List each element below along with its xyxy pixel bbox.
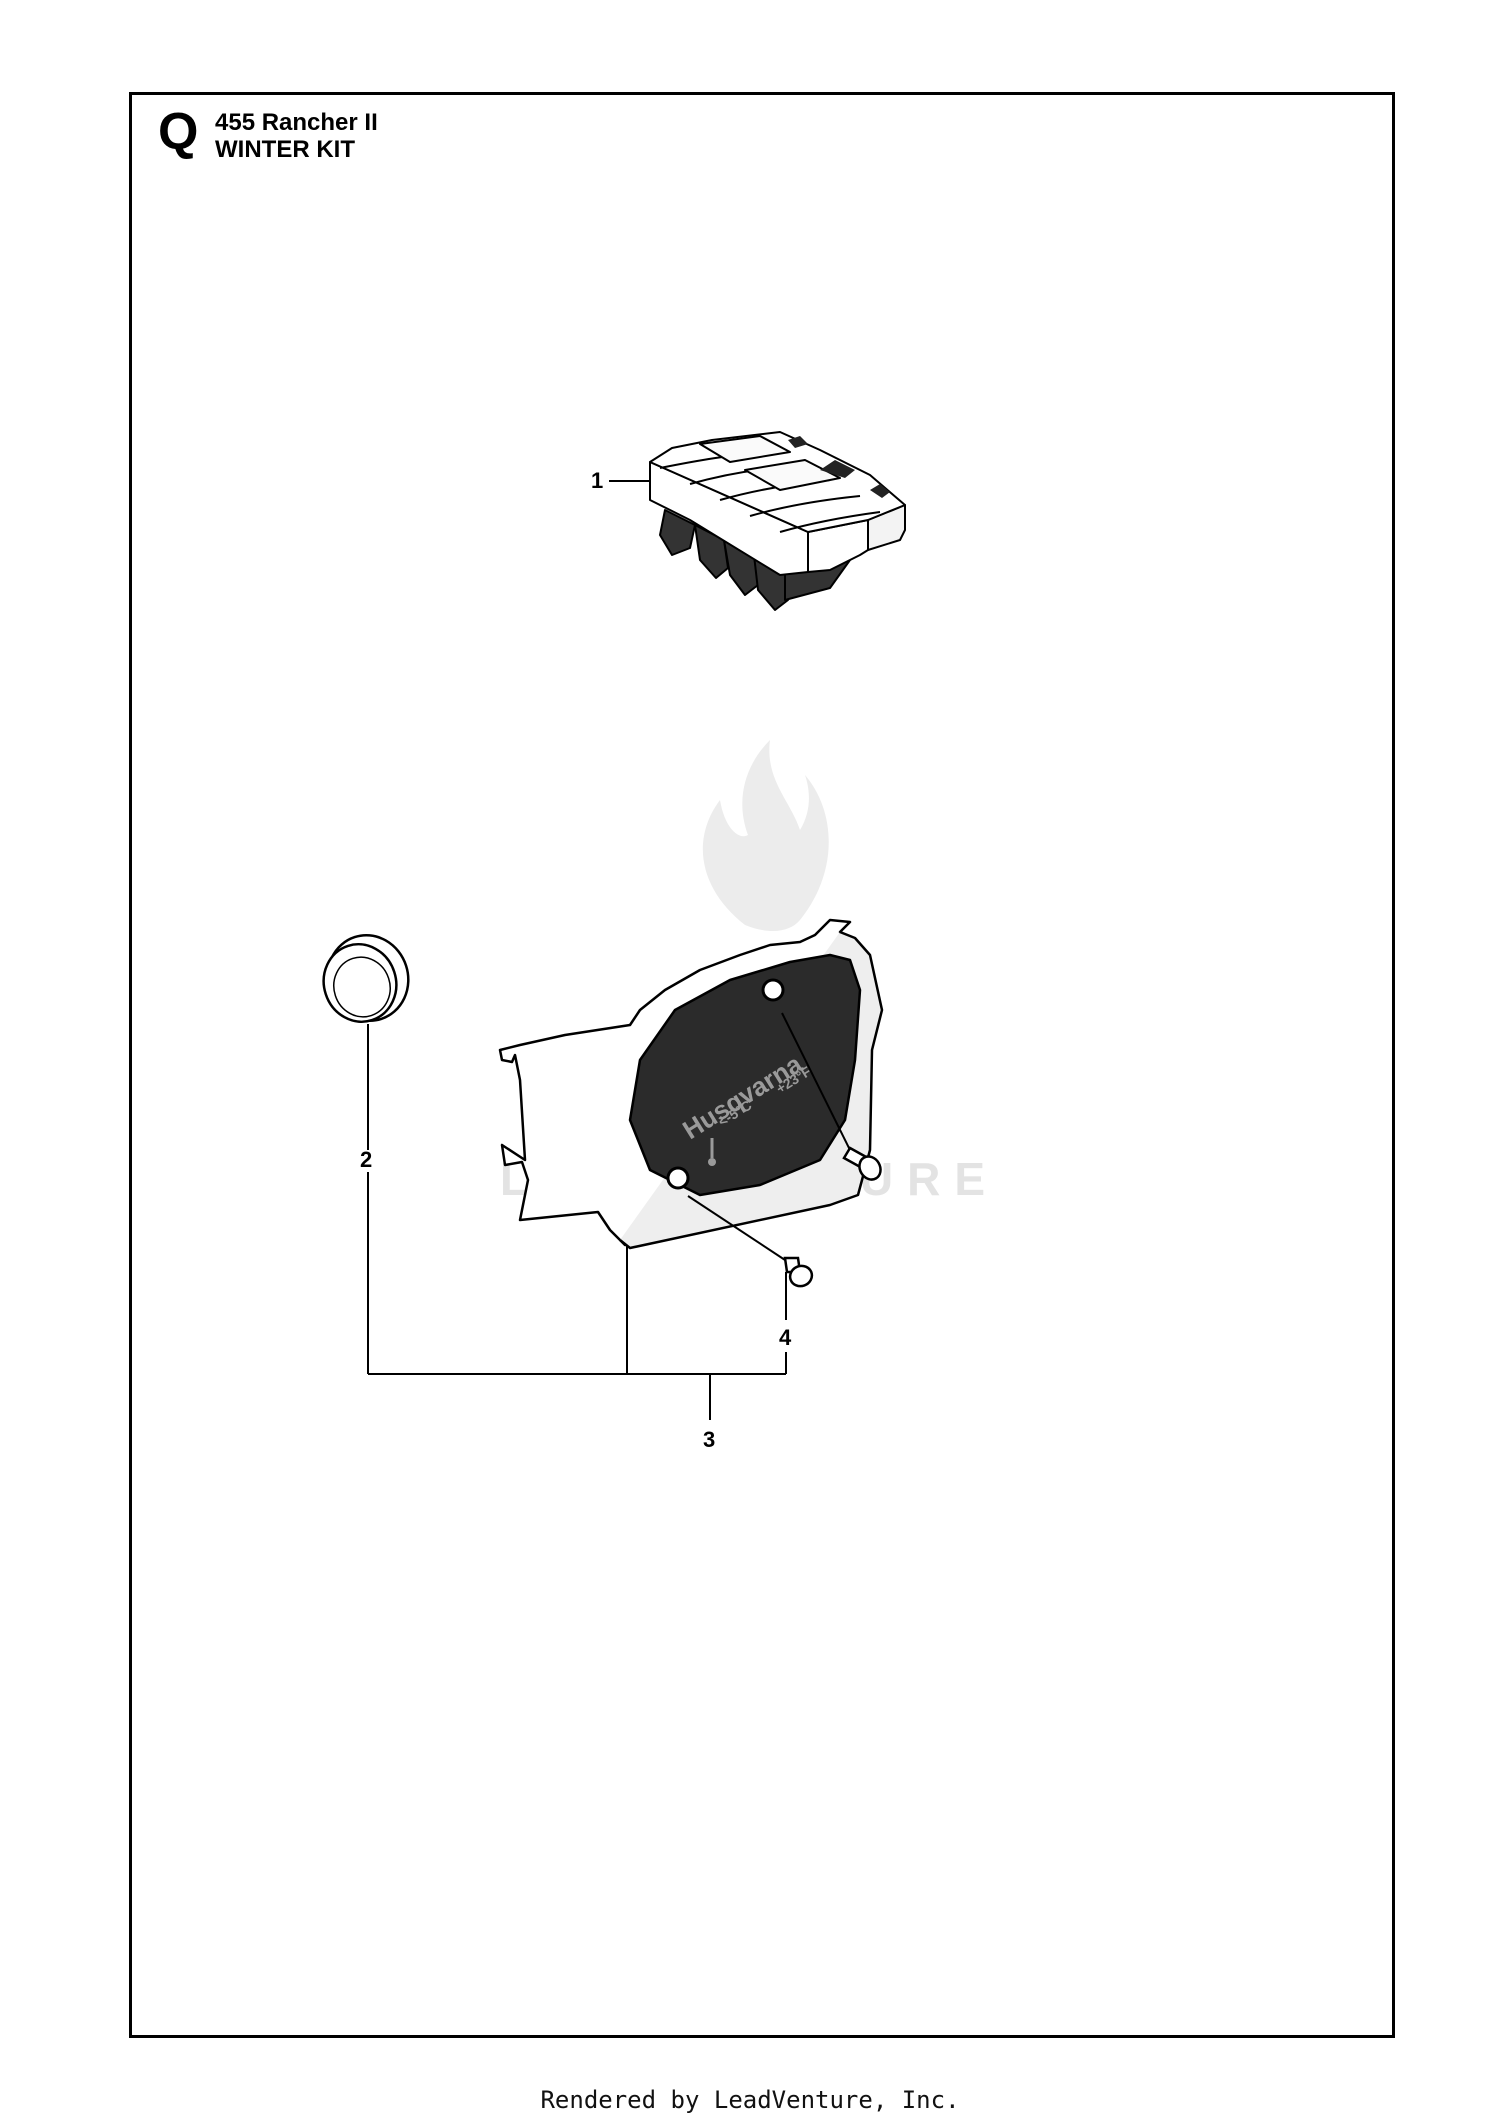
callout-4: 4 bbox=[779, 1325, 792, 1350]
kit-title: WINTER KIT bbox=[215, 136, 355, 163]
flame-logo-icon bbox=[702, 740, 829, 932]
part-3-side-cover[interactable]: Husqvarna <-5°C +23°F bbox=[498, 918, 884, 1250]
callout-2: 2 bbox=[360, 1147, 372, 1172]
model-title: 455 Rancher II bbox=[215, 109, 378, 136]
thermometer-icon bbox=[708, 1138, 716, 1166]
part-4-screw-lower[interactable] bbox=[783, 1256, 815, 1289]
part-1-filter-cover[interactable] bbox=[649, 431, 906, 611]
part-4-screw-upper[interactable] bbox=[842, 1146, 885, 1183]
section-letter: Q bbox=[158, 103, 199, 161]
footer-credit: Rendered by LeadVenture, Inc. bbox=[540, 2086, 960, 2114]
part-2-plug[interactable] bbox=[314, 925, 420, 1032]
callout-1: 1 bbox=[591, 468, 603, 493]
diagram-frame bbox=[129, 92, 1395, 2038]
callout-3: 3 bbox=[703, 1427, 715, 1452]
leader-lines bbox=[367, 480, 851, 1420]
